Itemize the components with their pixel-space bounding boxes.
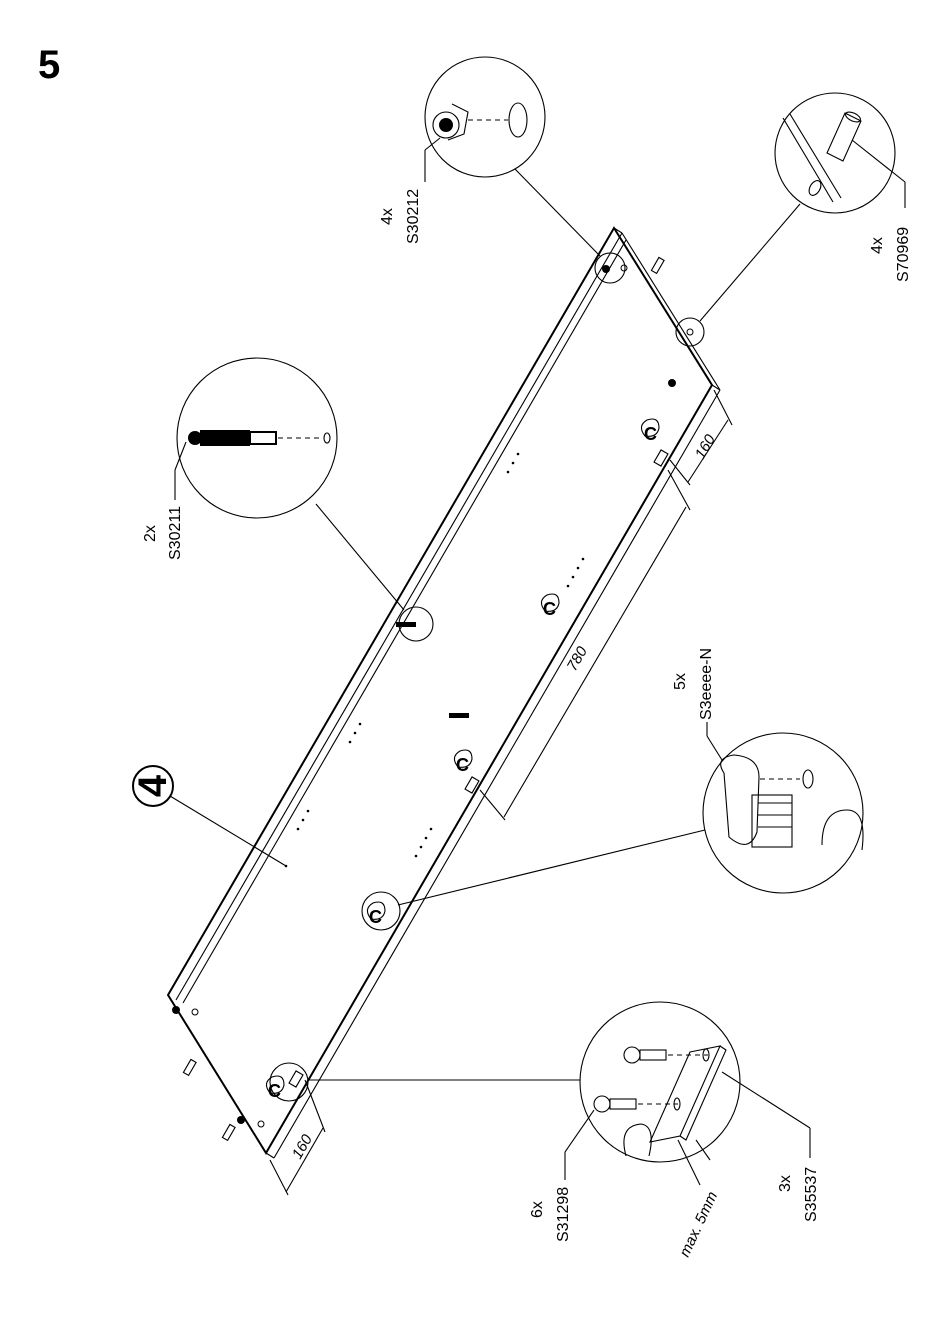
label-code-wood-dowel: S70969 xyxy=(895,227,912,282)
label-qty-hanging-bracket: 5x xyxy=(672,673,689,690)
loose-dowels xyxy=(183,257,664,1140)
svg-text:C: C xyxy=(644,424,657,444)
board-holes xyxy=(172,265,693,1127)
part-number: 4 xyxy=(131,774,175,797)
detail-minifix-bolt xyxy=(175,358,433,641)
label-qty-angle-plate: 3x xyxy=(777,1175,794,1192)
label-qty-cam-lock: 4x xyxy=(379,208,396,225)
label-qty-wood-dowel: 4x xyxy=(869,237,886,254)
detail-cam-lock xyxy=(425,57,625,283)
detail-angle-plate xyxy=(270,1002,810,1185)
max-depth-note: max. 5mm xyxy=(676,1189,721,1260)
dimension-middle: 780 xyxy=(564,643,592,674)
svg-text:C: C xyxy=(456,755,469,775)
dimension-right: 160 xyxy=(692,431,720,462)
label-code-minifix-bolt: S30211 xyxy=(167,506,184,560)
detail-hanging-bracket xyxy=(362,722,863,930)
svg-text:C: C xyxy=(369,907,382,927)
label-code-cam-lock: S30212 xyxy=(405,189,422,244)
detail-wood-dowel xyxy=(676,93,905,346)
board-panel xyxy=(168,228,720,1158)
label-qty-minifix-bolt: 2x xyxy=(142,525,159,542)
label-code-screw: S31298 xyxy=(555,1187,572,1242)
board-fittings: C C C C C xyxy=(266,419,668,1101)
label-qty-screw: 6x xyxy=(529,1201,546,1218)
svg-text:C: C xyxy=(543,599,556,619)
label-code-angle-plate: S35537 xyxy=(803,1167,820,1222)
label-code-hanging-bracket: S3eeee-N xyxy=(698,648,715,720)
step-number: 5 xyxy=(38,43,60,87)
dimension-lines xyxy=(270,390,732,1195)
dimension-left: 160 xyxy=(289,1131,317,1162)
